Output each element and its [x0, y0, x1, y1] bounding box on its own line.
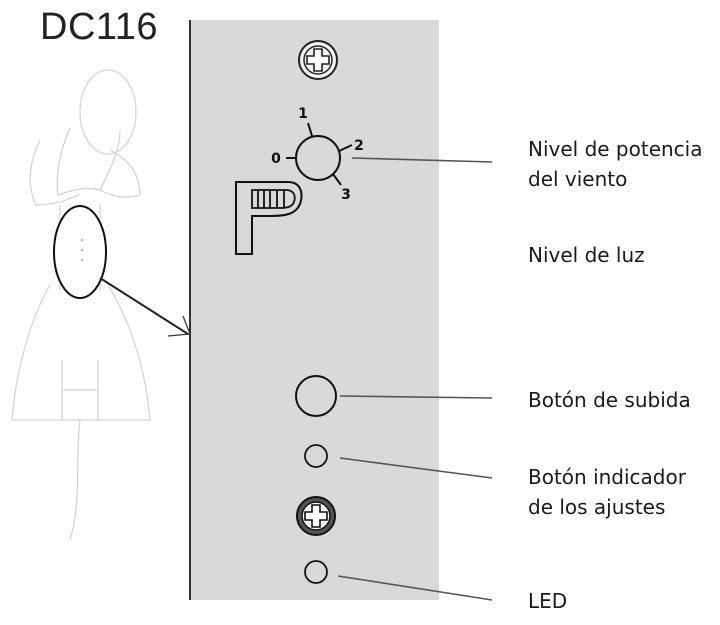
- dial-mark-0: 0: [271, 151, 281, 167]
- led-indicator: [304, 560, 328, 584]
- dial-mark-3: 3: [341, 187, 351, 203]
- dial-mark-1: 1: [298, 106, 308, 122]
- model-number: DC116: [40, 6, 158, 48]
- label-led: LED: [528, 589, 568, 613]
- up-button[interactable]: [295, 375, 337, 417]
- product-sketch: [11, 69, 151, 541]
- callout-ellipse: [53, 205, 107, 299]
- screw-bottom-icon: [296, 496, 336, 536]
- screw-top-icon: [298, 40, 338, 80]
- label-up-button: Botón de subida: [528, 388, 691, 412]
- leader-lines: [337, 157, 493, 601]
- settings-indicator-button[interactable]: [304, 444, 328, 468]
- dial-mark-2: 2: [354, 138, 364, 154]
- label-wind-line2: del viento: [528, 167, 628, 191]
- label-indicator-line1: Botón indicador: [528, 465, 686, 489]
- wind-level-dial[interactable]: [286, 122, 353, 186]
- label-indicator-button: Botón indicador de los ajustes: [528, 462, 686, 522]
- label-wind-level: Nivel de potencia del viento: [528, 134, 703, 194]
- ellipse-dots: [80, 238, 84, 262]
- label-indicator-line2: de los ajustes: [528, 495, 666, 519]
- label-light-level: Nivel de luz: [528, 243, 645, 267]
- label-wind-line1: Nivel de potencia: [528, 137, 703, 161]
- light-level-slider[interactable]: [235, 181, 303, 255]
- callout-line: [99, 277, 189, 335]
